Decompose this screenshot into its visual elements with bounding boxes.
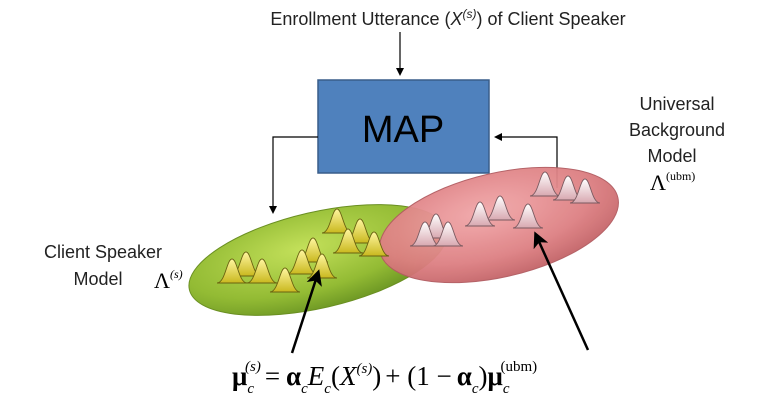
client-symbol: Λ(s)	[154, 267, 183, 293]
client-label-line2: Model	[73, 269, 122, 289]
gaussian-component	[332, 228, 364, 254]
map-update-equation: μc(s)=αcEc(X(s))+ (1 −αc)μc(ubm)	[232, 359, 537, 397]
gaussian-component	[216, 258, 248, 284]
gaussian-component	[484, 195, 516, 221]
ubm-symbol: Λ(ubm)	[650, 169, 695, 195]
ubm-label-line3: Model	[647, 146, 696, 166]
gaussian-component	[569, 178, 601, 204]
client-mean-arrow	[290, 269, 322, 354]
gaussian-component	[358, 231, 390, 257]
ubm-label-line2: Background	[629, 120, 725, 140]
map-box	[317, 79, 490, 174]
ubm-mean-arrow	[533, 231, 590, 351]
enrollment-utterance-label: Enrollment Utterance (X(s)) of Client Sp…	[270, 7, 625, 29]
client-gaussian-mixture	[216, 208, 390, 293]
gaussian-component	[512, 203, 544, 229]
ubm-label-line1: Universal	[639, 94, 714, 114]
gaussian-component	[246, 258, 278, 284]
client-label-line1: Client Speaker	[44, 242, 162, 262]
gaussian-component	[409, 221, 441, 247]
gaussian-component	[529, 171, 561, 197]
gaussian-component	[464, 201, 496, 227]
map-to-client-arrow	[269, 136, 318, 214]
gaussian-component	[269, 267, 301, 293]
map-box-label: MAP	[362, 109, 444, 151]
ubm-gaussian-mixture	[409, 171, 601, 247]
gaussian-component	[432, 221, 464, 247]
